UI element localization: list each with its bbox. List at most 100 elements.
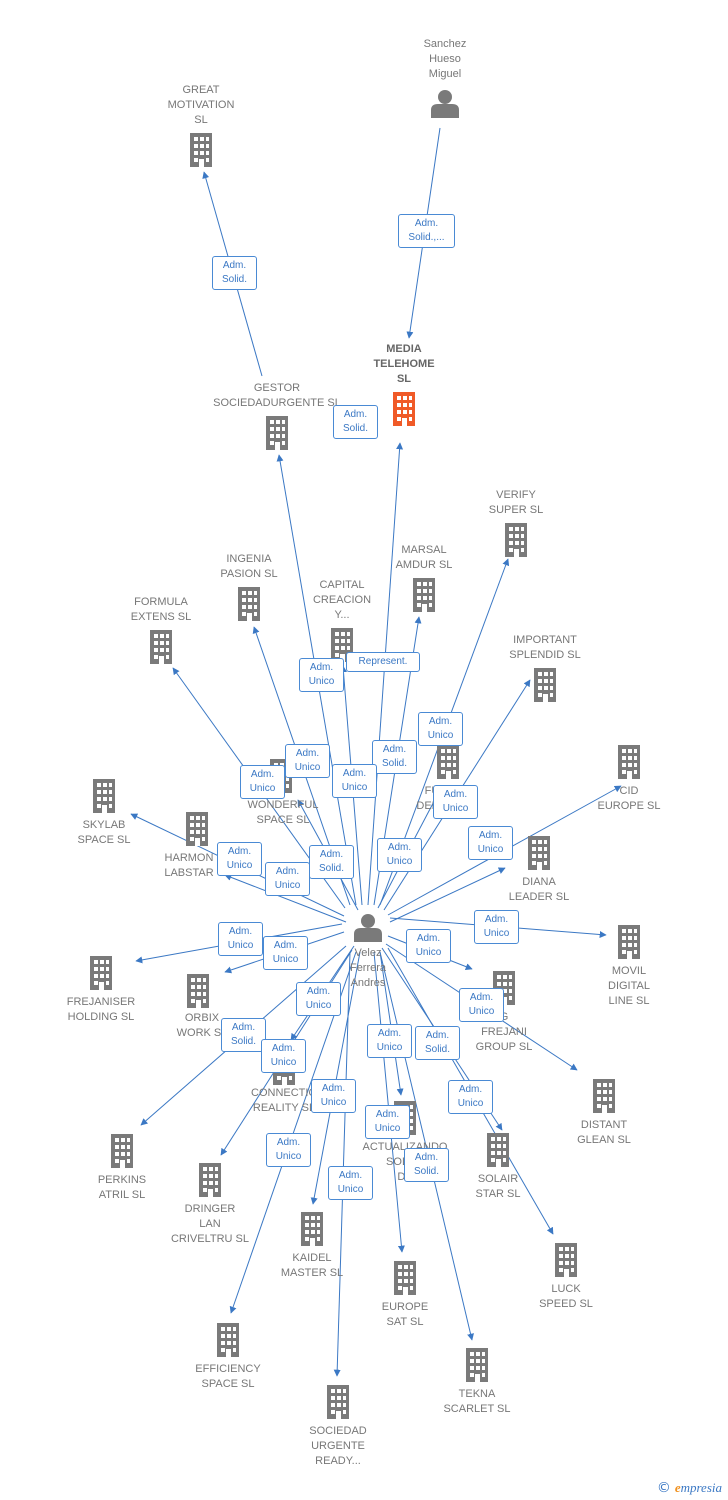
relation-label[interactable]: Adm. Unico	[365, 1105, 410, 1139]
relation-label[interactable]: Adm. Solid.,...	[398, 214, 455, 248]
building-icon[interactable]	[534, 668, 556, 702]
building-icon[interactable]	[111, 1134, 133, 1168]
relation-label[interactable]: Adm. Unico	[265, 862, 310, 896]
node-label-wonderful[interactable]: WONDERFUL SPACE SL	[247, 799, 319, 826]
relation-label[interactable]: Adm. Unico	[406, 929, 451, 963]
node-label-diana[interactable]: DIANA LEADER SL	[508, 876, 570, 903]
node-label-solair[interactable]: SOLAIR STAR SL	[475, 1173, 521, 1200]
relation-label[interactable]: Adm. Unico	[468, 826, 513, 860]
relation-label[interactable]: Adm. Unico	[367, 1024, 412, 1058]
edge-velez-to-harmon	[224, 874, 347, 923]
building-icon[interactable]	[238, 587, 260, 621]
building-icon[interactable]	[217, 1323, 239, 1357]
building-icon[interactable]	[93, 779, 115, 813]
building-icon[interactable]	[393, 392, 415, 426]
relation-label[interactable]: Adm. Solid.	[404, 1148, 449, 1182]
node-label-formula[interactable]: FORMULA EXTENS SL	[130, 596, 192, 623]
node-label-cid[interactable]: CID EUROPE SL	[597, 785, 661, 812]
node-label-skylab[interactable]: SKYLAB SPACE SL	[77, 819, 131, 846]
relation-label[interactable]: Adm. Unico	[285, 744, 330, 778]
brand-name: mpresia	[680, 1480, 722, 1495]
edge-velez-to-actualizando	[379, 951, 404, 1096]
copyright-symbol: ©	[656, 1480, 671, 1496]
relation-label[interactable]: Adm. Unico	[311, 1079, 356, 1113]
node-label-verify[interactable]: VERIFY SUPER SL	[488, 489, 544, 516]
node-label-dringer[interactable]: DRINGER LAN CRIVELTRU SL	[170, 1203, 250, 1245]
building-icon[interactable]	[555, 1243, 577, 1277]
node-label-capital[interactable]: CAPITAL CREACION Y...	[312, 579, 372, 621]
node-label-ingenia[interactable]: INGENIA PASION SL	[220, 553, 278, 580]
relation-label[interactable]: Adm. Unico	[459, 988, 504, 1022]
relation-label[interactable]: Adm. Solid.	[333, 405, 378, 439]
edge-velez-to-europe	[373, 951, 405, 1253]
building-icon[interactable]	[528, 836, 550, 870]
node-label-harmon[interactable]: HARMON LABSTAR	[164, 852, 214, 879]
node-label-media[interactable]: MEDIA TELEHOME SL	[373, 343, 435, 385]
brand-initial: e	[674, 1480, 681, 1495]
node-label-europe[interactable]: EUROPE SAT SL	[381, 1301, 429, 1328]
relation-label[interactable]: Adm. Unico	[266, 1133, 311, 1167]
building-icon[interactable]	[90, 956, 112, 990]
relation-label[interactable]: Adm. Unico	[240, 765, 285, 799]
node-label-sanchez[interactable]: Sanchez Hueso Miguel	[423, 38, 467, 80]
node-label-luck[interactable]: LUCK SPEED SL	[539, 1283, 593, 1310]
person-icon[interactable]	[431, 90, 459, 118]
relation-label[interactable]: Adm. Unico	[296, 982, 341, 1016]
edge-velez-to-media	[367, 442, 404, 906]
relation-label[interactable]: Adm. Unico	[448, 1080, 493, 1114]
relation-label[interactable]: Adm. Solid.	[221, 1018, 266, 1052]
relation-label[interactable]: Adm. Unico	[217, 842, 262, 876]
edge-velez-to-sociedad	[333, 951, 351, 1377]
building-icon[interactable]	[301, 1212, 323, 1246]
relation-label[interactable]: Adm. Unico	[263, 936, 308, 970]
building-icon[interactable]	[190, 133, 212, 167]
building-icon[interactable]	[618, 745, 640, 779]
node-label-sociedad[interactable]: SOCIEDAD URGENTE READY...	[309, 1425, 367, 1467]
relation-label[interactable]: Adm. Unico	[261, 1039, 306, 1073]
node-label-frejaniser[interactable]: FREJANISER HOLDING SL	[66, 996, 136, 1023]
edge-velez-to-kaidel	[310, 951, 361, 1205]
relation-label[interactable]: Adm. Unico	[218, 922, 263, 956]
relation-label[interactable]: Adm. Unico	[474, 910, 519, 944]
relation-label[interactable]: Represent.	[346, 652, 420, 672]
relation-label[interactable]: Adm. Solid.	[212, 256, 257, 290]
relation-label[interactable]: Adm. Unico	[332, 764, 377, 798]
building-icon[interactable]	[618, 925, 640, 959]
building-icon[interactable]	[413, 578, 435, 612]
building-icon[interactable]	[327, 1385, 349, 1419]
node-label-movil[interactable]: MOVIL DIGITAL LINE SL	[608, 965, 650, 1007]
node-label-gestor[interactable]: GESTOR SOCIEDADURGENTE SL	[213, 382, 341, 409]
node-label-frejani[interactable]: G FREJANI GROUP SL	[475, 1011, 533, 1053]
relation-label[interactable]: Adm. Unico	[299, 658, 344, 692]
node-label-great[interactable]: GREAT MOTIVATION SL	[167, 84, 235, 126]
building-icon[interactable]	[150, 630, 172, 664]
relation-label[interactable]: Adm. Unico	[377, 838, 422, 872]
node-label-velez[interactable]: Velez Ferrera Andres	[349, 947, 387, 989]
node-label-tekna[interactable]: TEKNA SCARLET SL	[443, 1388, 511, 1415]
building-icon[interactable]	[187, 974, 209, 1008]
person-icon[interactable]	[354, 914, 382, 942]
building-icon[interactable]	[186, 812, 208, 846]
building-icon[interactable]	[487, 1133, 509, 1167]
node-label-distant[interactable]: DISTANT GLEAN SL	[577, 1119, 631, 1146]
relation-label[interactable]: Adm. Unico	[433, 785, 478, 819]
relation-label[interactable]: Adm. Solid.	[309, 845, 354, 879]
building-icon[interactable]	[466, 1348, 488, 1382]
relation-label[interactable]: Adm. Solid.	[415, 1026, 460, 1060]
node-label-important[interactable]: IMPORTANT SPLENDID SL	[509, 634, 581, 661]
node-label-efficiency[interactable]: EFFICIENCY SPACE SL	[195, 1363, 261, 1390]
building-icon[interactable]	[266, 416, 288, 450]
relation-label[interactable]: Adm. Solid.	[372, 740, 417, 774]
node-label-kaidel[interactable]: KAIDEL MASTER SL	[280, 1252, 344, 1279]
building-icon[interactable]	[199, 1163, 221, 1197]
edge-velez-to-diana	[389, 867, 506, 923]
relation-label[interactable]: Adm. Unico	[418, 712, 463, 746]
node-label-perkins[interactable]: PERKINS ATRIL SL	[97, 1174, 147, 1201]
building-icon[interactable]	[505, 523, 527, 557]
building-icon[interactable]	[593, 1079, 615, 1113]
building-icon[interactable]	[394, 1261, 416, 1295]
node-label-marsal[interactable]: MARSAL AMDUR SL	[395, 544, 453, 571]
empresia-brand[interactable]: ©empresia	[657, 1480, 722, 1496]
building-icon[interactable]	[437, 745, 459, 779]
relation-label[interactable]: Adm. Unico	[328, 1166, 373, 1200]
